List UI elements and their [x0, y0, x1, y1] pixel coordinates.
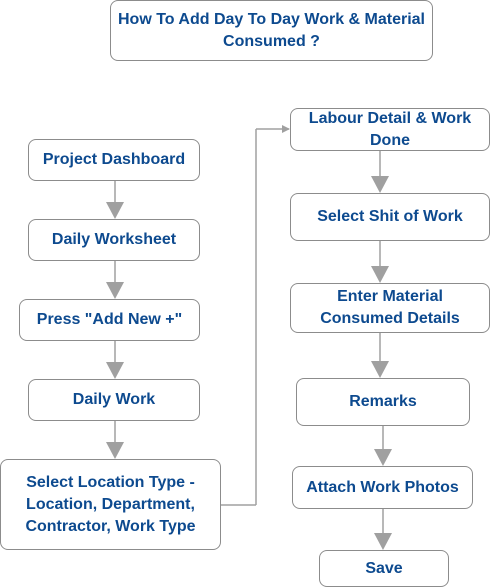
node-label: Enter Material Consumed Details: [320, 288, 460, 327]
node-label: Press "Add New +": [36, 311, 183, 328]
arrow-shift-to-material-head: [371, 266, 389, 283]
title-box: How To Add Day To Day Work & Material Co…: [110, 0, 433, 61]
arrow-daily-work-to-location-head: [106, 442, 124, 459]
node-labour-detail: Labour Detail & Work Done: [290, 108, 490, 151]
node-label: Select Location Type - Location, Departm…: [25, 473, 196, 535]
node-enter-material: Enter Material Consumed Details: [290, 283, 490, 333]
arrow-add-new-to-daily-work-head: [106, 362, 124, 379]
node-label: Project Dashboard: [42, 151, 186, 168]
node-daily-work: Daily Work: [28, 379, 200, 421]
arrow-material-to-remarks-head: [371, 361, 389, 378]
node-label: Remarks: [349, 393, 417, 410]
node-select-shift: Select Shit of Work: [290, 193, 490, 241]
arrow-labour-to-shift-head: [371, 176, 389, 193]
node-press-add-new: Press "Add New +": [19, 299, 200, 341]
node-label: Attach Work Photos: [306, 478, 459, 496]
node-remarks: Remarks: [296, 378, 470, 426]
node-label: Save: [365, 559, 403, 577]
node-attach-photos: Attach Work Photos: [292, 466, 473, 509]
node-project-dashboard: Project Dashboard: [28, 139, 200, 181]
arrow-dashboard-to-worksheet-head: [106, 202, 124, 219]
arrow-worksheet-to-add-new-head: [106, 282, 124, 299]
node-select-location-type: Select Location Type - Location, Departm…: [0, 459, 221, 550]
node-label: Labour Detail & Work Done: [308, 109, 472, 149]
arrow-photos-to-save-head: [374, 533, 392, 550]
node-label: Daily Worksheet: [51, 231, 177, 248]
node-label: Select Shit of Work: [317, 208, 463, 225]
arrow-remarks-to-photos-head: [374, 449, 392, 466]
node-label: Daily Work: [72, 391, 156, 408]
diagram-title: How To Add Day To Day Work & Material Co…: [118, 10, 425, 50]
node-save: Save: [319, 550, 449, 587]
node-daily-worksheet: Daily Worksheet: [28, 219, 200, 261]
